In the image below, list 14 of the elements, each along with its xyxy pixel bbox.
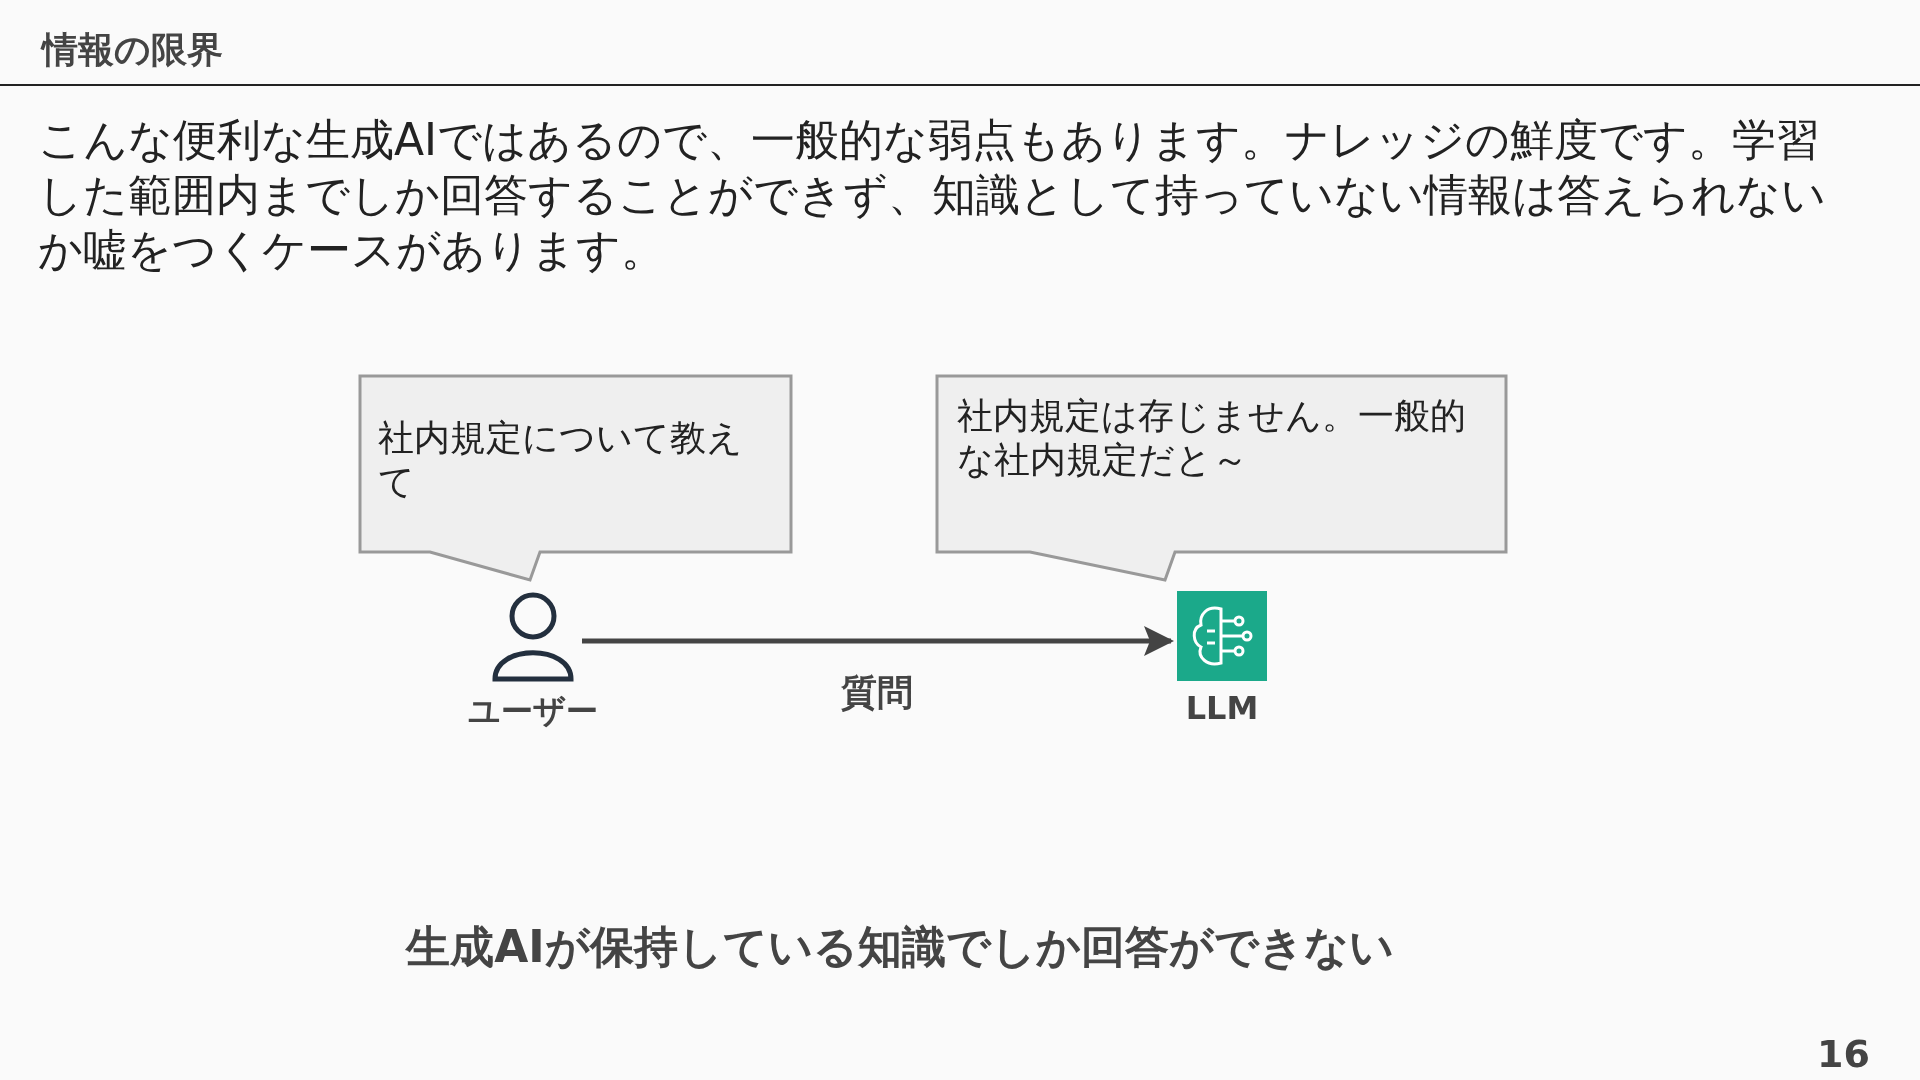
user-icon [490, 592, 576, 682]
speech-bubble [358, 374, 793, 584]
summary-text: 生成AIが保持している知識でしか回答ができない [404, 920, 1395, 974]
icon-caption: ユーザー [467, 691, 599, 732]
body-paragraph: こんな便利な生成AIではあるので、一般的な弱点もあります。ナレッジの鮮度です。学習した範囲内までしか回答することができず、知識として持っていない情報は答えられないか嘘をつくケースがあります。 [38, 113, 1827, 277]
bubble-text: 社内規定について教えて [377, 416, 744, 504]
slide-title: 情報の限界 [42, 28, 223, 72]
icon-caption: LLM [1184, 689, 1260, 727]
page-number: 16 [1816, 1032, 1870, 1076]
bubble-text: 社内規定は存じません。一般的な社内規定だと～ [956, 394, 1467, 482]
brain-circuit-icon [1177, 591, 1267, 681]
speech-bubble [935, 374, 1508, 584]
edge-label: 質問 [840, 672, 913, 713]
arrow [582, 626, 1174, 656]
